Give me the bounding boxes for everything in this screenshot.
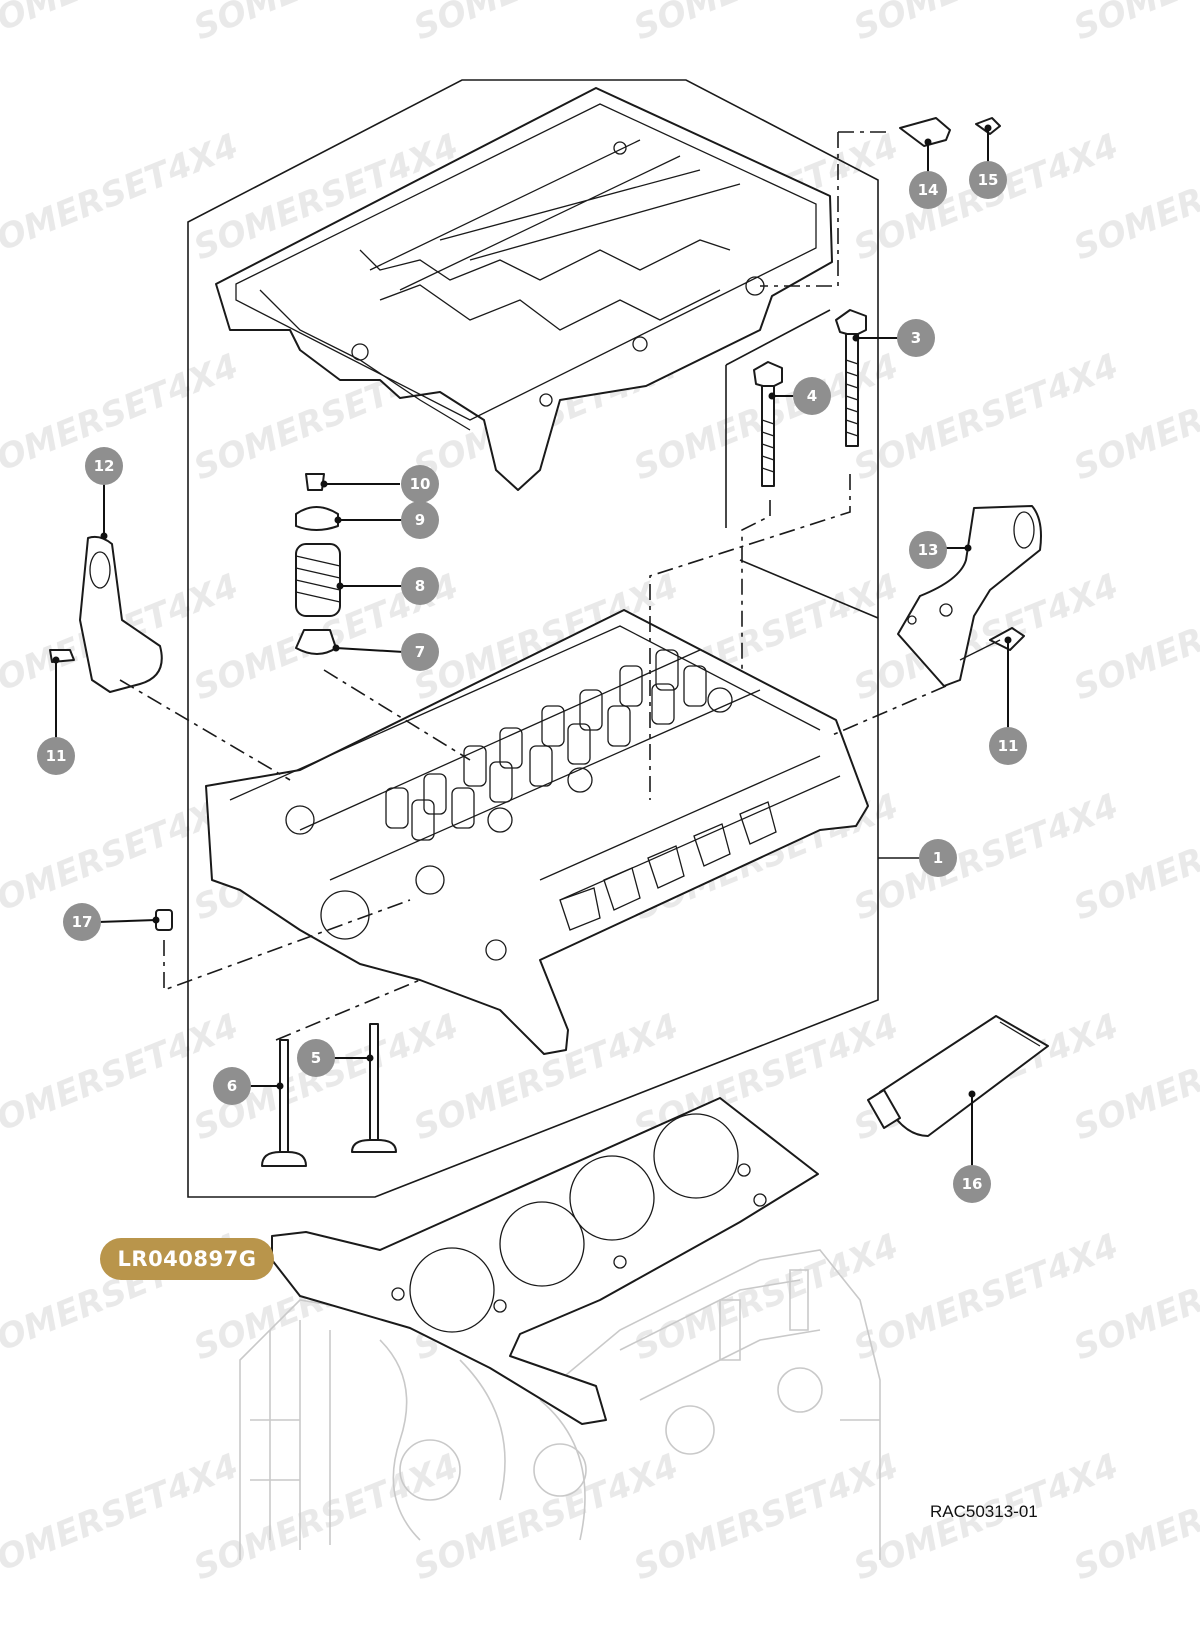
svg-text:13: 13 [918, 541, 939, 559]
callout-6: 6 [213, 1067, 251, 1105]
svg-text:11: 11 [46, 747, 67, 765]
cylinder-head [205, 609, 869, 1055]
svg-text:8: 8 [415, 577, 425, 595]
callouts: 1 3 4 5 6 7 8 9 10 11 11 12 13 14 15 16 … [37, 161, 1027, 1203]
callout-7: 7 [401, 633, 439, 671]
sealant-tube [867, 1015, 1049, 1137]
part-number-badge[interactable]: LR040897G [100, 1238, 274, 1280]
callout-1: 1 [919, 839, 957, 877]
callout-12: 12 [85, 447, 123, 485]
callout-14: 14 [909, 171, 947, 209]
svg-text:14: 14 [918, 181, 939, 199]
svg-text:11: 11 [998, 737, 1019, 755]
callout-15: 15 [969, 161, 1007, 199]
svg-text:16: 16 [962, 1175, 983, 1193]
engine-block-ghost [239, 1249, 881, 1560]
svg-text:6: 6 [227, 1077, 237, 1095]
cylinder-head-bolts [753, 309, 867, 487]
callout-13: 13 [909, 531, 947, 569]
svg-text:10: 10 [410, 475, 431, 493]
svg-text:3: 3 [911, 329, 921, 347]
callout-11-right: 11 [989, 727, 1027, 765]
callout-10: 10 [401, 465, 439, 503]
callout-9: 9 [401, 501, 439, 539]
callout-11-left: 11 [37, 737, 75, 775]
callout-17: 17 [63, 903, 101, 941]
bracket-left [79, 535, 163, 693]
diagram-reference-code: RAC50313-01 [930, 1502, 1038, 1521]
watermark-text: SOMERSET4X4 [1068, 0, 1200, 48]
svg-text:15: 15 [978, 171, 999, 189]
svg-text:9: 9 [415, 511, 425, 529]
svg-text:5: 5 [311, 1049, 321, 1067]
callout-leaders [52, 124, 1012, 1166]
sensor-and-bolt [899, 117, 1001, 147]
svg-text:7: 7 [415, 643, 425, 661]
camshaft-carrier [215, 87, 833, 491]
assembly-frame [187, 79, 922, 1198]
valves [261, 1023, 397, 1167]
cylinder-head-gasket [271, 1097, 819, 1425]
callout-5: 5 [297, 1039, 335, 1077]
bracket-right [897, 505, 1042, 687]
callout-16: 16 [953, 1165, 991, 1203]
assembly-lines [119, 131, 947, 1041]
valve-components [295, 473, 341, 655]
callout-8: 8 [401, 567, 439, 605]
callout-4: 4 [793, 377, 831, 415]
valve-spring-stacks [385, 649, 707, 841]
callout-3: 3 [897, 319, 935, 357]
svg-text:12: 12 [94, 457, 115, 475]
svg-text:1: 1 [933, 849, 943, 867]
svg-text:17: 17 [72, 913, 93, 931]
svg-text:4: 4 [807, 387, 817, 405]
